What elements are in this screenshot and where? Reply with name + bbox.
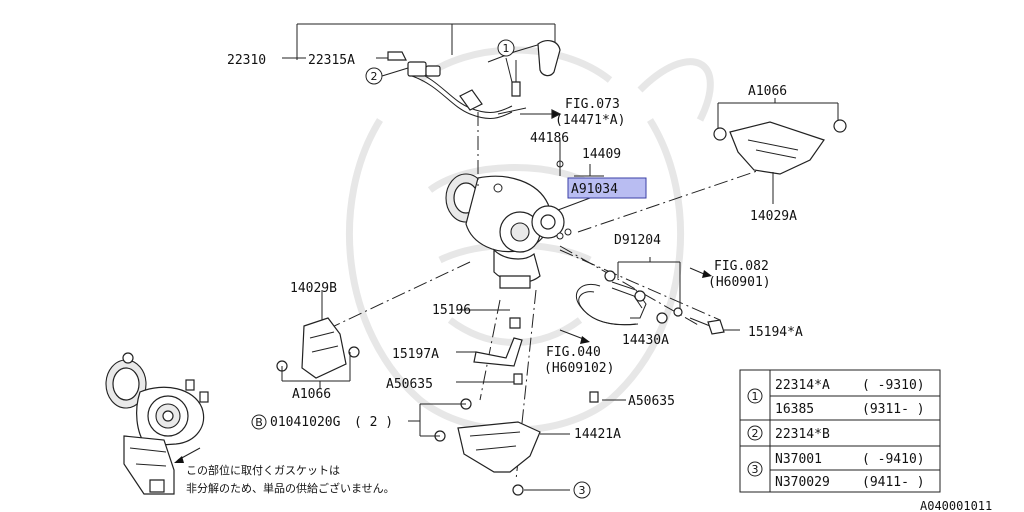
- label-fig082-ref: (H60901): [708, 275, 771, 290]
- label-14029a: 14029A: [750, 209, 797, 224]
- table-row-4-range: ( -9410): [862, 452, 925, 467]
- label-d91204: D91204: [614, 233, 661, 248]
- dashed-guides: [329, 112, 761, 481]
- table-row-5-range: (9411- ): [862, 475, 925, 490]
- callout-1-circle: [497, 39, 515, 57]
- label-fig040-ref: (H609102): [544, 361, 614, 376]
- table-row-1-range: ( -9310): [862, 378, 925, 393]
- highlight-a91034: [567, 177, 647, 199]
- turbocharger: [445, 150, 572, 289]
- table-row-1-part: 22314*A: [775, 378, 830, 393]
- label-fig040[interactable]: FIG.040: [546, 345, 601, 360]
- callout-3-circle: [573, 481, 591, 499]
- label-a50635-left: A50635: [386, 377, 433, 392]
- label-a1066-bottom: A1066: [292, 387, 331, 402]
- water-hose: [456, 309, 626, 403]
- label-bolt-qty: ( 2 ): [354, 415, 393, 430]
- label-15197a: 15197A: [392, 347, 439, 362]
- table-row-4-part: N37001: [775, 452, 822, 467]
- inset-turbo-detail: [105, 352, 209, 495]
- callout-3: 3: [579, 484, 586, 497]
- table-row-2-range: (9311- ): [862, 402, 925, 417]
- note-line-1: この部位に取付くガスケットは: [186, 463, 340, 477]
- label-a91034[interactable]: A91034: [571, 182, 618, 197]
- diagram-id: A040001011: [920, 499, 992, 512]
- reference-table: 1 2 3 22314*A ( -9310) 16385 (9311- ) 22…: [739, 369, 941, 493]
- leader-lines: [282, 57, 604, 211]
- label-a1066-top: A1066: [748, 84, 787, 99]
- table-ref-3: 3: [752, 463, 759, 476]
- table-row-5-part: N370029: [775, 475, 830, 490]
- label-14430a: 14430A: [622, 333, 669, 348]
- heat-shield-lower-left: [276, 290, 360, 388]
- callout-2: 2: [371, 70, 378, 83]
- callout-b: B: [255, 416, 263, 429]
- label-bolt-01041020g: 01041020G: [270, 415, 341, 430]
- label-a50635-right: A50635: [628, 394, 675, 409]
- heat-shield-upper: [713, 98, 847, 204]
- label-fig082[interactable]: FIG.082: [714, 259, 769, 274]
- label-14029b: 14029B: [290, 281, 337, 296]
- label-22315a: 22315A: [308, 53, 355, 68]
- callout-2-circle: [365, 67, 383, 85]
- oil-pipe-assembly: [575, 257, 740, 335]
- callouts: 1 2 3 B: [251, 39, 591, 499]
- part-labels: 22310 22315A FIG.073 (14471*A) 44186 144…: [186, 53, 992, 512]
- label-22310: 22310: [227, 53, 266, 68]
- note-line-2: 非分解のため、単品の供給ございません。: [186, 481, 395, 495]
- figure-arrows: [174, 109, 712, 463]
- callout-b-circle: [251, 414, 267, 430]
- label-14409: 14409: [582, 147, 621, 162]
- table-row-2-part: 16385: [775, 402, 814, 417]
- label-fig073[interactable]: FIG.073: [565, 97, 620, 112]
- label-44186: 44186: [530, 131, 569, 146]
- label-15196: 15196: [432, 303, 471, 318]
- callout-1: 1: [503, 42, 510, 55]
- table-row-3-part: 22314*B: [775, 427, 830, 442]
- label-15194a: 15194*A: [748, 325, 803, 340]
- table-ref-1: 1: [752, 390, 759, 403]
- hose-assembly: [296, 23, 561, 119]
- turbo-bracket: [408, 398, 570, 496]
- label-14421a: 14421A: [574, 427, 621, 442]
- table-ref-2: 2: [752, 427, 759, 440]
- label-fig073-ref: (14471*A): [555, 113, 625, 128]
